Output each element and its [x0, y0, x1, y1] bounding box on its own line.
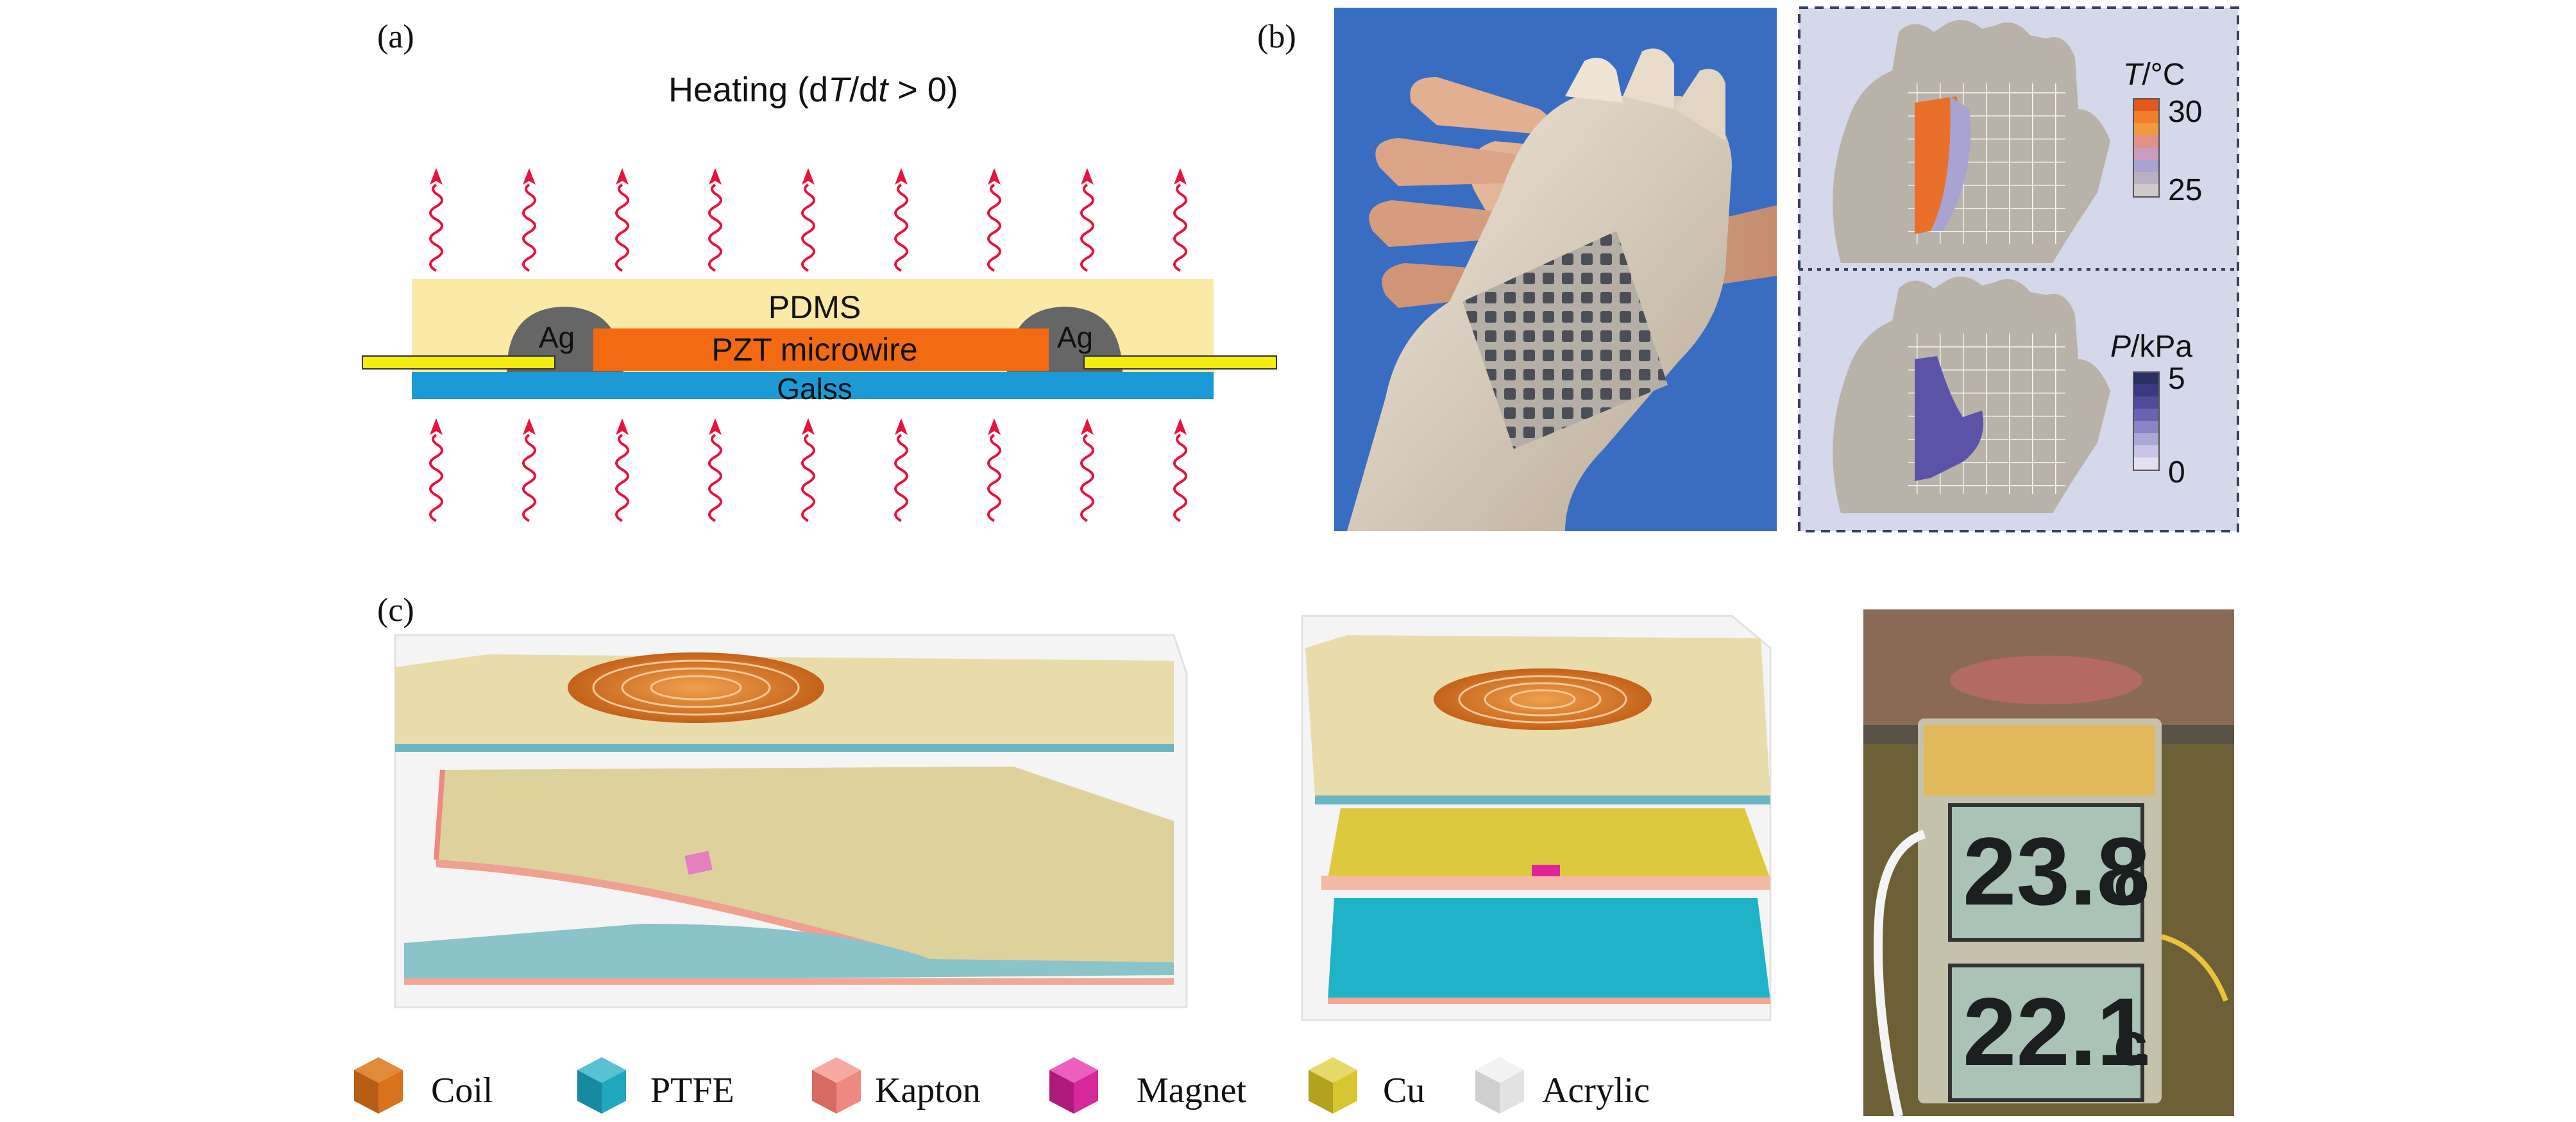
heat-arrow-icon — [987, 417, 1002, 522]
lead-right — [1083, 355, 1277, 370]
lcd-top — [1948, 803, 2144, 942]
robot-hand-photo — [1334, 8, 1777, 531]
temperature-max: 30 — [2168, 95, 2202, 129]
temperature-axis-label: T/°C — [2123, 58, 2185, 92]
pressure-max: 5 — [2168, 362, 2185, 396]
heat-arrow-icon — [1080, 167, 1095, 272]
heat-arrow-icon — [801, 417, 816, 522]
lcd-top-value: 23.8 — [1963, 817, 2150, 925]
panel-c: (c) — [354, 592, 2234, 1118]
coil-icon — [568, 652, 824, 723]
cable-right — [2160, 934, 2228, 1002]
lead-left — [362, 355, 555, 370]
pressure-colorbar — [2133, 371, 2160, 471]
heat-arrow-icon — [1173, 167, 1188, 272]
magnet-icon — [1532, 865, 1560, 876]
lcd-bottom-value: 22.1 — [1963, 978, 2150, 1085]
temperature-min: 25 — [2168, 173, 2202, 207]
panel-c-label: (c) — [377, 592, 414, 629]
temperature-colorbar — [2133, 98, 2160, 198]
legend-label: Magnet — [1137, 1071, 1247, 1110]
magnet-icon — [684, 851, 713, 875]
device-cross-section: PDMS PZT microwire Galss Ag Ag — [362, 279, 1277, 405]
heat-arrow-icon — [428, 417, 444, 522]
legend-item-cu: Cu — [1309, 1057, 1425, 1114]
legend-label: Acrylic — [1542, 1071, 1650, 1110]
pzt-label: PZT microwire — [711, 332, 917, 368]
panel-a-title: Heating (dT/dt > 0) — [668, 71, 958, 109]
cu-membrane — [1328, 808, 1770, 879]
heat-arrow-icon — [614, 417, 630, 522]
pzt-microwire — [593, 328, 1049, 371]
lcd-bottom — [1948, 964, 2144, 1102]
legend-label: Kapton — [875, 1071, 981, 1110]
pressure-hotspot — [1915, 356, 1983, 481]
ag-label-left: Ag — [539, 321, 575, 354]
lips — [1950, 656, 2142, 704]
legend: Coil PTFE Kapton Magnet — [354, 1057, 1650, 1114]
legend-item-magnet: Magnet — [1049, 1057, 1247, 1114]
ptfe-bottom — [1328, 898, 1770, 1001]
legend-label: Coil — [431, 1071, 493, 1110]
cu-membrane-bent — [436, 767, 1174, 962]
legend-label: Cu — [1383, 1071, 1425, 1110]
glass-layer — [412, 372, 1214, 399]
temperature-map: T/°C 30 25 — [1833, 20, 2202, 263]
pressure-axis-label: P/kPa — [2110, 330, 2192, 364]
heat-arrow-icon — [521, 167, 537, 272]
heat-arrow-icon — [708, 167, 723, 272]
ptfe-bottom — [404, 924, 1174, 982]
legend-item-kapton: Kapton — [812, 1057, 981, 1114]
ag-label-right: Ag — [1057, 321, 1093, 354]
heat-arrow-icon — [801, 167, 816, 272]
heat-arrow-icon — [708, 417, 723, 522]
heat-arrow-icon — [894, 417, 909, 522]
panel-b-label: (b) — [1257, 19, 1296, 55]
legend-item-acrylic: Acrylic — [1475, 1057, 1650, 1114]
panel-a: (a) Heating (dT/dt > 0) PDMS PZT — [362, 19, 1277, 522]
panel-a-label: (a) — [377, 19, 414, 55]
heat-arrow-icon — [894, 167, 909, 272]
kapton-film — [1321, 876, 1770, 890]
lcd-bottom-unit: c — [2114, 1010, 2148, 1078]
pdms-label: PDMS — [768, 289, 861, 325]
coil-icon — [1434, 668, 1652, 730]
legend-item-ptfe: PTFE — [577, 1057, 734, 1114]
panel-b: (b) — [1257, 6, 2239, 532]
device-bent — [394, 634, 1188, 1008]
heat-arrows-bottom — [428, 417, 1188, 522]
heat-arrow-icon — [521, 417, 537, 522]
heat-arrow-icon — [614, 167, 630, 272]
glass-label: Galss — [777, 372, 852, 405]
pressure-map: P/kPa 5 0 — [1833, 276, 2192, 513]
device-flat — [1301, 615, 1772, 1021]
heat-arrow-icon — [1173, 417, 1188, 522]
heat-arrow-icon — [987, 167, 1002, 272]
cable-left — [1874, 829, 1926, 1118]
legend-label: PTFE — [650, 1071, 734, 1110]
heat-arrows-top — [428, 167, 1188, 272]
temperature-hotspot — [1915, 96, 1962, 234]
heat-arrow-icon — [428, 167, 444, 272]
legend-item-coil: Coil — [354, 1057, 493, 1114]
lcd-top-unit: c — [2114, 849, 2148, 918]
pressure-min: 0 — [2168, 455, 2185, 489]
heat-arrow-icon — [1080, 417, 1095, 522]
thermometer-photo: 23.8 c 22.1 c — [1863, 609, 2234, 1118]
